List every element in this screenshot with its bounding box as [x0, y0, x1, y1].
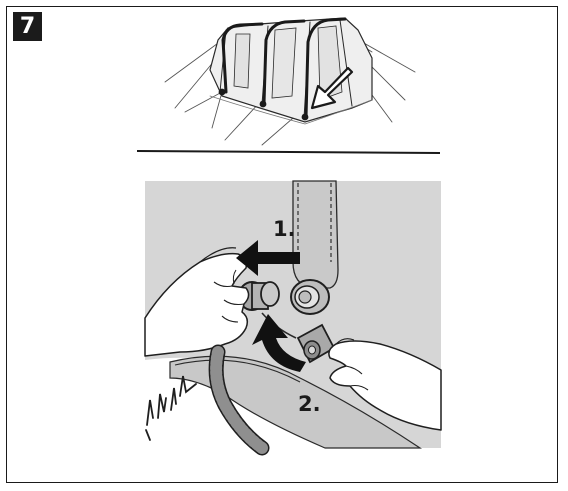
- valve-icon: [291, 280, 329, 314]
- tent-icon: [165, 18, 415, 145]
- grass-icon: [146, 376, 196, 440]
- callout-label-2: 2.: [298, 392, 321, 416]
- section-divider: [137, 151, 440, 153]
- callout-label-1: 1.: [273, 217, 296, 241]
